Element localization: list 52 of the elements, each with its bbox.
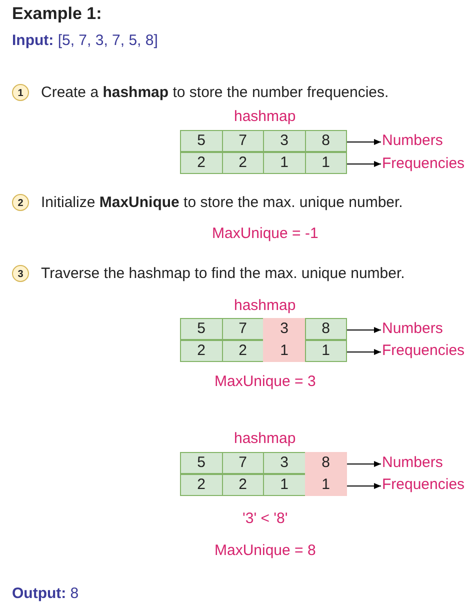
table-title: hashmap bbox=[234, 430, 296, 447]
step-number-badge: 3 bbox=[12, 265, 29, 282]
table-cell: 2 bbox=[180, 474, 222, 496]
table-cell: 5 bbox=[180, 452, 222, 474]
value-text: MaxUnique = -1 bbox=[212, 225, 318, 242]
arrow bbox=[346, 461, 382, 467]
row-label: Frequencies bbox=[382, 476, 465, 493]
step-number-badge: 2 bbox=[12, 194, 29, 211]
table-cell: 2 bbox=[180, 340, 222, 362]
input-text: Input: [5, 7, 3, 7, 5, 8] bbox=[12, 32, 158, 49]
arrow bbox=[346, 349, 382, 355]
row-label: Frequencies bbox=[382, 155, 465, 172]
row-label: Numbers bbox=[382, 454, 443, 471]
table-cell: 1 bbox=[263, 340, 306, 362]
row-label: Numbers bbox=[382, 320, 443, 337]
table-cell: 1 bbox=[263, 152, 306, 174]
table-cell: 3 bbox=[263, 130, 306, 152]
table-cell: 2 bbox=[180, 152, 222, 174]
table-cell: 5 bbox=[180, 318, 222, 340]
comparison-text: '3' < '8' bbox=[242, 510, 288, 527]
output-text: Output: 8 bbox=[12, 585, 79, 602]
table-cell: 3 bbox=[263, 452, 306, 474]
table-cell: 1 bbox=[263, 474, 306, 496]
step-text: Create a hashmap to store the number frequencies. bbox=[41, 84, 389, 101]
table-cell: 2 bbox=[222, 474, 264, 496]
table-cell: 2 bbox=[222, 340, 264, 362]
table-cell: 8 bbox=[304, 318, 347, 340]
step-text: Traverse the hashmap to find the max. unique number. bbox=[41, 265, 405, 282]
table-cell: 1 bbox=[304, 340, 347, 362]
table-cell: 7 bbox=[222, 452, 264, 474]
arrow bbox=[346, 327, 382, 333]
heading: Example 1: bbox=[12, 4, 102, 24]
step-number-badge: 1 bbox=[12, 84, 29, 101]
row-label: Numbers bbox=[382, 132, 443, 149]
table-cell: 1 bbox=[304, 152, 347, 174]
table-cell: 2 bbox=[222, 152, 264, 174]
value-text: MaxUnique = 8 bbox=[214, 542, 316, 559]
table-cell: 1 bbox=[304, 474, 347, 496]
arrow bbox=[346, 483, 382, 489]
arrow bbox=[346, 161, 382, 167]
table-cell: 7 bbox=[222, 130, 264, 152]
table-title: hashmap bbox=[234, 108, 296, 125]
row-label: Frequencies bbox=[382, 342, 465, 359]
table-cell: 7 bbox=[222, 318, 264, 340]
table-title: hashmap bbox=[234, 297, 296, 314]
table-cell: 3 bbox=[263, 318, 306, 340]
value-text: MaxUnique = 3 bbox=[214, 373, 316, 390]
table-cell: 5 bbox=[180, 130, 222, 152]
step-text: Initialize MaxUnique to store the max. unique number. bbox=[41, 194, 403, 211]
table-cell: 8 bbox=[304, 452, 347, 474]
arrow bbox=[346, 139, 382, 145]
table-cell: 8 bbox=[304, 130, 347, 152]
